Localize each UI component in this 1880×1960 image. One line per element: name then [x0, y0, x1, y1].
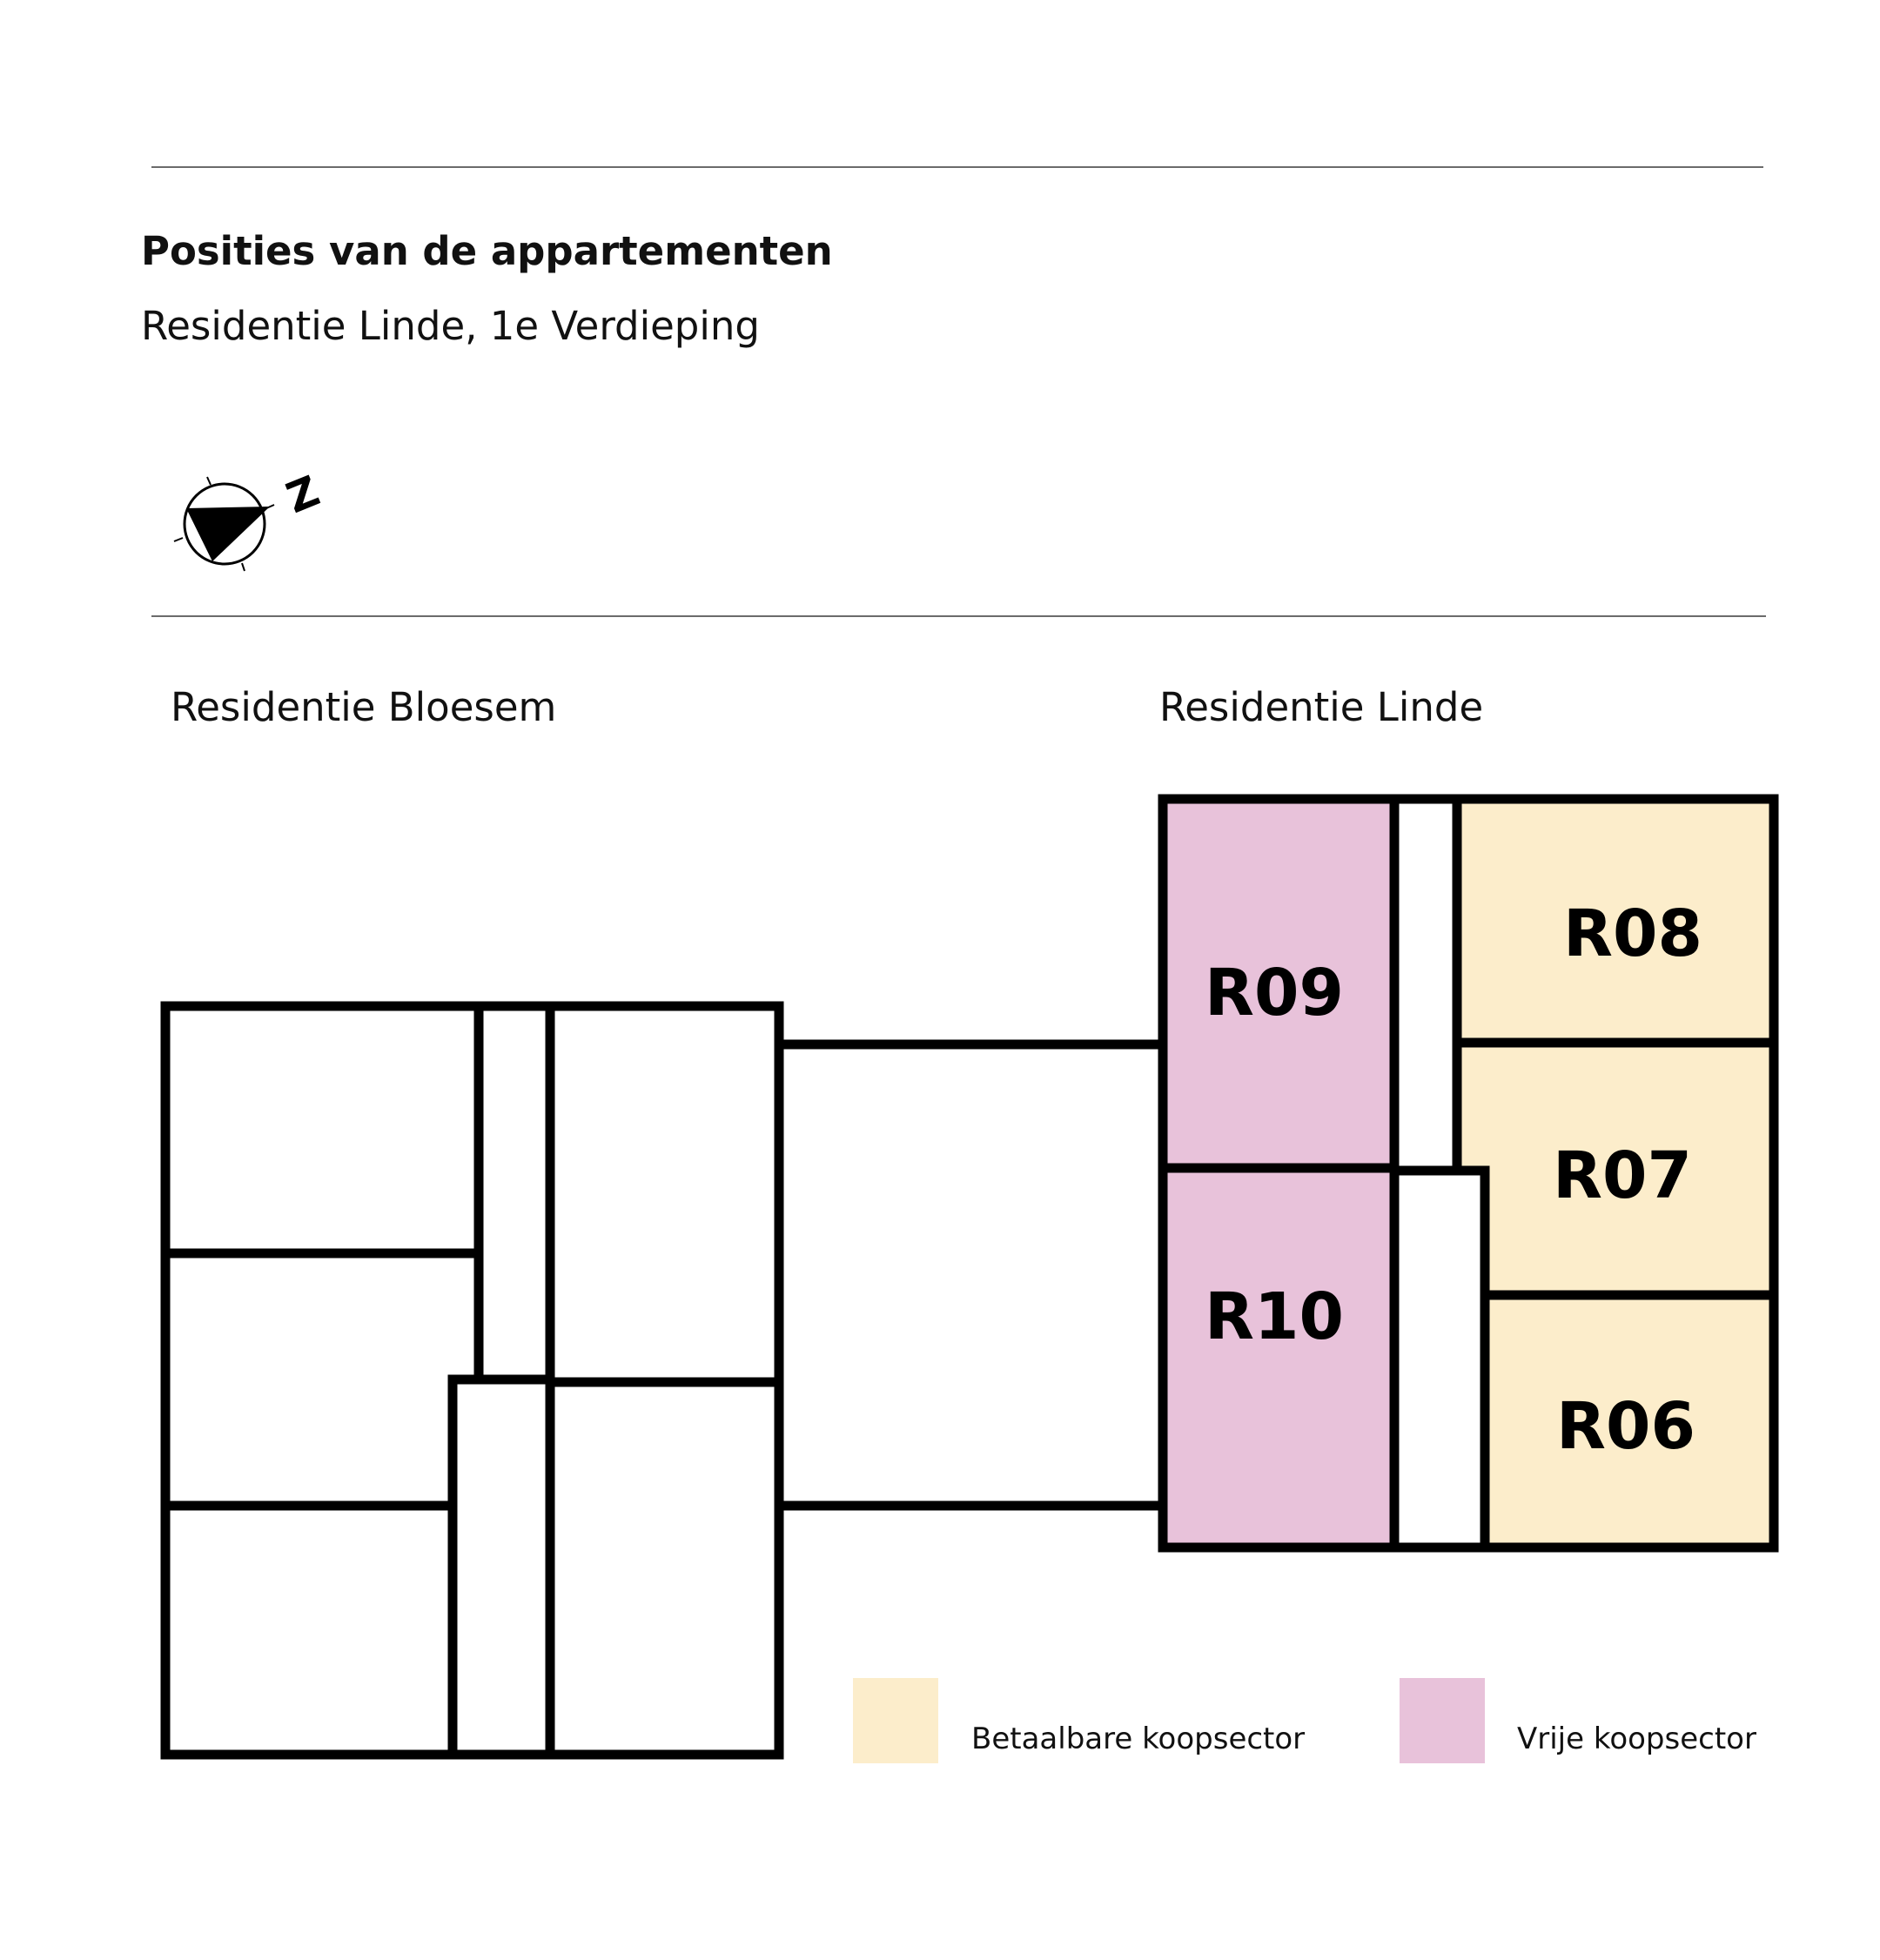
legend-swatch-betaalbaar — [853, 1678, 938, 1763]
unit-label-R10: R10 — [1205, 1279, 1344, 1354]
building-linde: R09 R10 R08 R07 R06 — [1158, 794, 1779, 1553]
unit-R10[interactable] — [1163, 1168, 1394, 1546]
unit-label-R07: R07 — [1553, 1138, 1692, 1213]
middle-divider — [151, 615, 1766, 617]
north-arrow-icon: Z — [173, 467, 326, 572]
unit-R08[interactable] — [1457, 801, 1774, 1043]
unit-label-R09: R09 — [1205, 956, 1344, 1030]
top-divider — [151, 166, 1763, 168]
unit-R09[interactable] — [1163, 801, 1394, 1168]
building-label-linde: Residentie Linde — [1159, 684, 1484, 730]
building-label-bloesem: Residentie Bloesem — [171, 684, 557, 730]
unit-label-R06: R06 — [1556, 1389, 1695, 1464]
unit-R07[interactable] — [1457, 1043, 1774, 1295]
unit-label-R08: R08 — [1563, 896, 1702, 971]
page-title: Posities van de appartementen — [141, 228, 833, 274]
unit-R06[interactable] — [1485, 1295, 1774, 1546]
legend-label-betaalbaar: Betaalbare koopsector — [971, 1722, 1306, 1756]
page-subtitle: Residentie Linde, 1e Verdieping — [141, 303, 760, 349]
legend-label-vrij: Vrije koopsector — [1517, 1722, 1756, 1756]
building-bloesem — [160, 1001, 784, 1760]
legend-swatch-vrij — [1400, 1678, 1485, 1763]
compass-label: Z — [280, 467, 326, 523]
